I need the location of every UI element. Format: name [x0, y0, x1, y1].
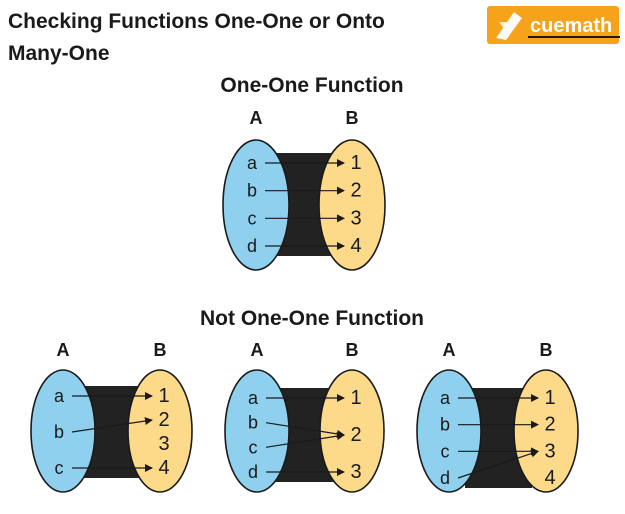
domain-element: b — [54, 422, 64, 442]
domain-element: b — [440, 415, 450, 435]
codomain-element: 4 — [158, 457, 169, 479]
codomain-label: B — [346, 340, 359, 360]
codomain-element: 1 — [544, 387, 555, 409]
domain-oval — [224, 369, 290, 493]
rocket-icon — [496, 12, 522, 40]
domain-element: c — [249, 437, 258, 457]
codomain-oval — [127, 369, 193, 493]
codomain-label: B — [540, 340, 553, 360]
codomain-element: 3 — [158, 433, 169, 455]
domain-element: b — [247, 181, 257, 201]
domain-oval — [416, 369, 482, 493]
domain-oval — [30, 369, 96, 493]
domain-element: c — [55, 458, 64, 478]
codomain-element: 1 — [158, 385, 169, 407]
domain-element: a — [247, 153, 258, 173]
heading-one-one: One-One Function — [220, 74, 403, 97]
domain-label: A — [251, 340, 264, 360]
codomain-element: 3 — [350, 461, 361, 483]
page-subtitle: Many-One — [8, 42, 110, 65]
domain-element: a — [54, 386, 65, 406]
codomain-element: 2 — [350, 180, 361, 202]
domain-element: a — [248, 388, 259, 408]
domain-element: d — [248, 462, 258, 482]
codomain-element: 1 — [350, 152, 361, 174]
codomain-element: 4 — [544, 467, 555, 489]
codomain-oval — [513, 369, 579, 493]
mapping-arrow — [265, 432, 345, 448]
domain-label: A — [443, 340, 456, 360]
codomain-element: 3 — [544, 440, 555, 462]
domain-label: A — [250, 108, 263, 128]
domain-element: b — [248, 413, 258, 433]
domain-element: c — [441, 441, 450, 461]
codomain-element: 3 — [350, 207, 361, 229]
mapping-arrow — [457, 449, 539, 479]
logo: cuemath — [487, 6, 620, 44]
domain-label: A — [57, 340, 70, 360]
codomain-element: 2 — [544, 414, 555, 436]
codomain-element: 1 — [350, 387, 361, 409]
domain-element: d — [440, 468, 450, 488]
mapping-arrow — [71, 417, 153, 433]
heading-not-one-one: Not One-One Function — [200, 307, 424, 330]
logo-text: cuemath — [530, 15, 612, 37]
domain-element: d — [247, 236, 257, 256]
codomain-oval — [318, 139, 386, 271]
codomain-element: 4 — [350, 235, 361, 257]
domain-element: a — [440, 388, 451, 408]
codomain-label: B — [154, 340, 167, 360]
mapping-arrow — [265, 422, 345, 438]
codomain-element: 2 — [158, 409, 169, 431]
page-title: Checking Functions One-One or Onto — [8, 10, 385, 33]
domain-element: c — [248, 208, 257, 228]
codomain-element: 2 — [350, 424, 361, 446]
domain-oval — [222, 139, 290, 271]
codomain-label: B — [346, 108, 359, 128]
